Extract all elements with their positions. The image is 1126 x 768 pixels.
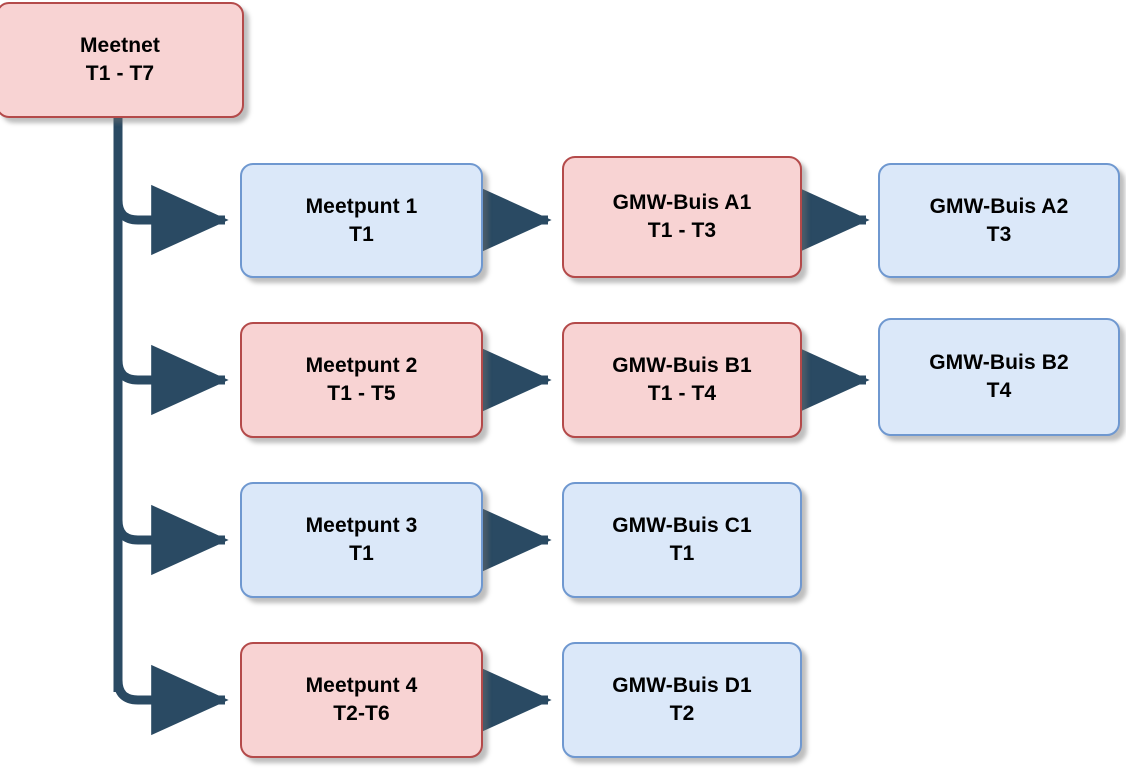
node-meetpunt-2[interactable]: Meetpunt 2 T1 - T5 (240, 322, 483, 438)
node-meetpunt-3[interactable]: Meetpunt 3 T1 (240, 482, 483, 598)
node-gmw-buis-a2-title: GMW-Buis A2 (929, 194, 1069, 218)
node-meetpunt-2-title: Meetpunt 2 (305, 354, 418, 378)
node-gmw-buis-b1[interactable]: GMW-Buis B1 T1 - T4 (562, 322, 802, 438)
node-gmw-buis-b1-period: T1 - T4 (647, 382, 717, 405)
node-gmw-buis-c1[interactable]: GMW-Buis C1 T1 (562, 482, 802, 598)
node-gmw-buis-d1-title: GMW-Buis D1 (612, 674, 752, 698)
node-meetpunt-4-period: T2-T6 (333, 702, 390, 725)
node-gmw-buis-b2[interactable]: GMW-Buis B2 T4 (878, 318, 1120, 436)
node-gmw-buis-a1-period: T1 - T3 (647, 219, 717, 242)
node-meetnet-period: T1 - T7 (85, 62, 155, 85)
node-meetpunt-3-title: Meetpunt 3 (305, 514, 418, 538)
node-meetnet-title: Meetnet (79, 34, 161, 58)
node-gmw-buis-a1[interactable]: GMW-Buis A1 T1 - T3 (562, 156, 802, 278)
node-gmw-buis-d1-period: T2 (669, 702, 695, 725)
edge-root-to-meetpunt-2 (113, 344, 229, 416)
node-meetpunt-3-period: T1 (349, 542, 374, 565)
node-meetpunt-1-title: Meetpunt 1 (305, 194, 418, 218)
node-gmw-buis-b2-title: GMW-Buis B2 (929, 351, 1069, 375)
node-meetpunt-2-period: T1 - T5 (327, 382, 396, 405)
node-gmw-buis-a2[interactable]: GMW-Buis A2 T3 (878, 163, 1120, 278)
node-gmw-buis-c1-title: GMW-Buis C1 (612, 514, 752, 538)
node-gmw-buis-a1-title: GMW-Buis A1 (612, 191, 752, 215)
node-meetpunt-1-period: T1 (349, 222, 374, 246)
node-gmw-buis-d1[interactable]: GMW-Buis D1 T2 (562, 642, 802, 758)
node-meetpunt-4[interactable]: Meetpunt 4 T2-T6 (240, 642, 483, 758)
edge-root-to-meetpunt-3 (113, 504, 229, 576)
edge-root-to-meetpunt-1 (113, 184, 229, 256)
node-meetpunt-1[interactable]: Meetpunt 1 T1 (240, 163, 483, 278)
node-meetpunt-4-title: Meetpunt 4 (305, 674, 418, 698)
node-gmw-buis-b2-period: T4 (986, 379, 1012, 402)
node-gmw-buis-b1-title: GMW-Buis B1 (612, 354, 752, 378)
edge-root-to-meetpunt-4 (113, 664, 229, 736)
node-gmw-buis-c1-period: T1 (669, 542, 695, 565)
node-meetnet[interactable]: Meetnet T1 - T7 (0, 2, 244, 118)
node-gmw-buis-a2-period: T3 (986, 222, 1012, 246)
